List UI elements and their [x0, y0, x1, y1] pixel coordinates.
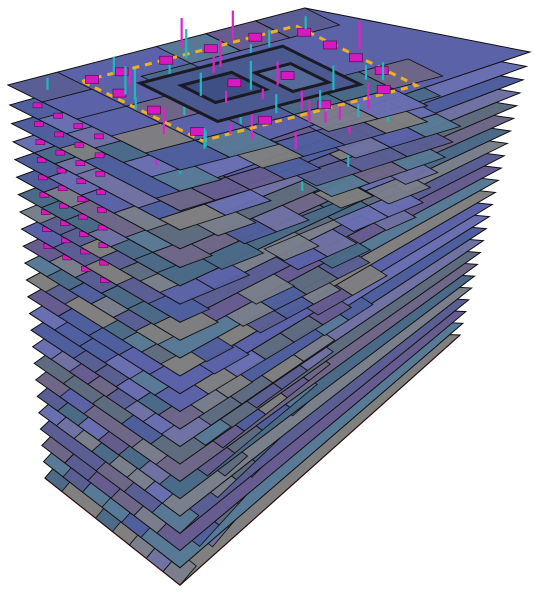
- core-room: [176, 70, 271, 105]
- magenta-cell: [323, 40, 337, 50]
- floor-tile: [364, 174, 432, 205]
- layer-4-edge-cells: [35, 139, 106, 177]
- magenta-cell: [349, 53, 363, 63]
- magenta-cell: [190, 126, 204, 136]
- magenta-cell: [147, 105, 161, 115]
- magenta-cell: [94, 152, 105, 159]
- magenta-cell: [56, 167, 67, 174]
- floor-tile: [342, 88, 429, 120]
- layer-5-edge-cells: [36, 157, 106, 195]
- magenta-cell: [159, 55, 174, 65]
- magenta-cell: [374, 66, 389, 75]
- magenta-cell: [112, 88, 127, 98]
- magenta-cell: [317, 100, 332, 110]
- magenta-cell: [73, 123, 84, 129]
- magenta-cell: [32, 102, 43, 109]
- magenta-cell: [55, 149, 66, 156]
- magenta-cell: [76, 178, 87, 185]
- magenta-cell: [248, 32, 263, 42]
- magenta-cell: [280, 71, 295, 80]
- magenta-cell: [75, 160, 86, 166]
- floor-tile: [193, 126, 281, 158]
- top-magenta-cells: [85, 27, 391, 136]
- magenta-cell: [114, 67, 129, 77]
- magenta-cell: [93, 133, 104, 140]
- top-pillars: [46, 10, 385, 149]
- magenta-cell: [95, 170, 106, 177]
- magenta-cell: [203, 44, 218, 54]
- magenta-cell: [96, 189, 106, 195]
- magenta-cell: [85, 75, 99, 84]
- magenta-cell: [34, 121, 44, 127]
- magenta-cell: [376, 85, 391, 94]
- floor-tile: [263, 233, 320, 262]
- magenta-cell: [74, 142, 85, 148]
- dashed-boundary: [77, 24, 421, 143]
- floor-tile: [400, 113, 462, 138]
- layer-3-edge-cells: [34, 121, 105, 159]
- magenta-cell: [53, 112, 63, 119]
- magenta-cell: [258, 115, 272, 125]
- magenta-cell: [97, 207, 107, 213]
- magenta-cell: [227, 78, 242, 88]
- layer-2-edge-cells: [32, 102, 104, 140]
- magenta-cell: [297, 27, 312, 37]
- magenta-cell: [35, 139, 46, 145]
- magenta-cell: [54, 131, 64, 138]
